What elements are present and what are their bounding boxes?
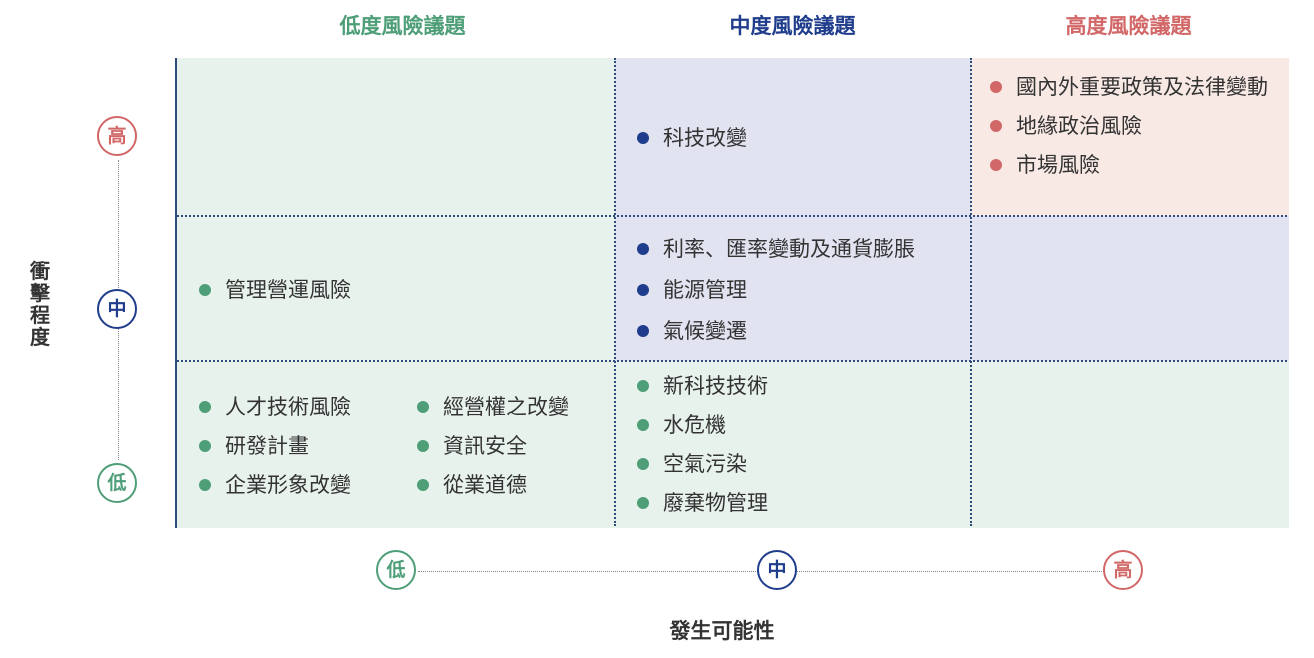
column-header-high: 高度風險議題: [1065, 14, 1192, 38]
bullet-dot-icon: [990, 159, 1002, 171]
risk-item-label: 利率、匯率變動及通貨膨脹: [663, 237, 915, 261]
risk-item: 人才技術風險: [197, 394, 407, 420]
risk-item: 從業道德: [415, 472, 610, 498]
risk-item-label: 新科技技術: [663, 374, 768, 398]
y-level-high-circle: 高: [97, 116, 137, 156]
x-axis-label: 發生可能性: [669, 619, 775, 643]
bullet-dot-icon: [990, 81, 1002, 93]
cell-impact-low-likelihood-low: 人才技術風險研發計畫企業形象改變 經營權之改變資訊安全從業道德: [177, 361, 615, 528]
y-level-low-circle: 低: [97, 463, 137, 503]
y-level-medium-circle: 中: [97, 289, 137, 329]
cell-impact-low-likelihood-medium: 新科技技術水危機空氣污染廢棄物管理: [615, 361, 971, 528]
risk-item: 研發計畫: [197, 433, 407, 459]
bullet-dot-icon: [199, 440, 211, 452]
list-impact-medium-likelihood-low: 管理營運風險: [197, 277, 597, 303]
bullet-dot-icon: [637, 325, 649, 337]
column-header-medium: 中度風險議題: [729, 14, 856, 38]
risk-matrix-grid: 科技改變 國內外重要政策及法律變動地緣政治風險市場風險 管理營運風險 利率、匯率…: [175, 58, 1289, 528]
risk-item-label: 國內外重要政策及法律變動: [1016, 75, 1268, 99]
bullet-dot-icon: [637, 380, 649, 392]
cell-impact-medium-likelihood-high: [971, 216, 1289, 361]
risk-item: 經營權之改變: [415, 394, 610, 420]
divider-vertical-2: [970, 58, 972, 526]
risk-item: 氣候變遷: [635, 318, 965, 344]
cell-impact-high-likelihood-low: [177, 58, 615, 216]
risk-item-label: 企業形象改變: [225, 473, 351, 497]
cell-impact-medium-likelihood-low: 管理營運風險: [177, 216, 615, 361]
risk-item-label: 從業道德: [443, 473, 527, 497]
bullet-dot-icon: [199, 284, 211, 296]
bullet-dot-icon: [637, 243, 649, 255]
x-level-low-circle: 低: [376, 550, 416, 590]
bullet-dot-icon: [637, 419, 649, 431]
bullet-dot-icon: [417, 440, 429, 452]
list-impact-low-likelihood-low-col2: 經營權之改變資訊安全從業道德: [415, 394, 610, 498]
bullet-dot-icon: [990, 120, 1002, 132]
list-impact-high-likelihood-medium: 科技改變: [635, 125, 955, 151]
risk-item: 國內外重要政策及法律變動: [988, 74, 1278, 100]
list-impact-medium-likelihood-medium: 利率、匯率變動及通貨膨脹能源管理氣候變遷: [635, 236, 965, 344]
list-impact-low-likelihood-medium: 新科技技術水危機空氣污染廢棄物管理: [635, 373, 955, 516]
x-level-high-circle: 高: [1103, 550, 1143, 590]
risk-item-label: 資訊安全: [443, 434, 527, 458]
y-axis-label: 衝擊程度: [30, 259, 50, 349]
list-impact-high-likelihood-high: 國內外重要政策及法律變動地緣政治風險市場風險: [988, 74, 1278, 178]
risk-item-label: 研發計畫: [225, 434, 309, 458]
cell-impact-high-likelihood-medium: 科技改變: [615, 58, 971, 216]
risk-item: 地緣政治風險: [988, 113, 1278, 139]
risk-item: 資訊安全: [415, 433, 610, 459]
bullet-dot-icon: [637, 497, 649, 509]
risk-item: 水危機: [635, 412, 955, 438]
risk-item: 空氣污染: [635, 451, 955, 477]
bullet-dot-icon: [199, 479, 211, 491]
risk-item: 新科技技術: [635, 373, 955, 399]
divider-horizontal-2: [177, 360, 1287, 362]
risk-item: 企業形象改變: [197, 472, 407, 498]
risk-item-label: 廢棄物管理: [663, 491, 768, 515]
risk-item-label: 氣候變遷: [663, 319, 747, 343]
column-header-low: 低度風險議題: [339, 14, 466, 38]
risk-item: 管理營運風險: [197, 277, 597, 303]
bullet-dot-icon: [637, 284, 649, 296]
divider-horizontal-1: [177, 215, 1287, 217]
risk-item-label: 地緣政治風險: [1016, 114, 1142, 138]
x-level-medium-circle: 中: [757, 550, 797, 590]
risk-item-label: 能源管理: [663, 278, 747, 302]
risk-item: 利率、匯率變動及通貨膨脹: [635, 236, 965, 262]
risk-item-label: 科技改變: [663, 126, 747, 150]
risk-item-label: 空氣污染: [663, 452, 747, 476]
bullet-dot-icon: [637, 132, 649, 144]
bullet-dot-icon: [417, 479, 429, 491]
list-impact-low-likelihood-low-col1: 人才技術風險研發計畫企業形象改變: [197, 394, 407, 498]
cell-impact-medium-likelihood-medium: 利率、匯率變動及通貨膨脹能源管理氣候變遷: [615, 216, 971, 361]
cell-impact-high-likelihood-high: 國內外重要政策及法律變動地緣政治風險市場風險: [971, 58, 1289, 216]
risk-item-label: 水危機: [663, 413, 726, 437]
risk-item: 科技改變: [635, 125, 955, 151]
bullet-dot-icon: [637, 458, 649, 470]
bullet-dot-icon: [199, 401, 211, 413]
risk-item-label: 市場風險: [1016, 153, 1100, 177]
risk-item-label: 經營權之改變: [443, 395, 569, 419]
risk-item-label: 管理營運風險: [225, 278, 351, 302]
bullet-dot-icon: [417, 401, 429, 413]
divider-vertical-1: [614, 58, 616, 526]
risk-item: 廢棄物管理: [635, 490, 955, 516]
risk-item: 市場風險: [988, 152, 1278, 178]
cell-impact-low-likelihood-high: [971, 361, 1289, 528]
risk-item-label: 人才技術風險: [225, 395, 351, 419]
risk-item: 能源管理: [635, 277, 965, 303]
